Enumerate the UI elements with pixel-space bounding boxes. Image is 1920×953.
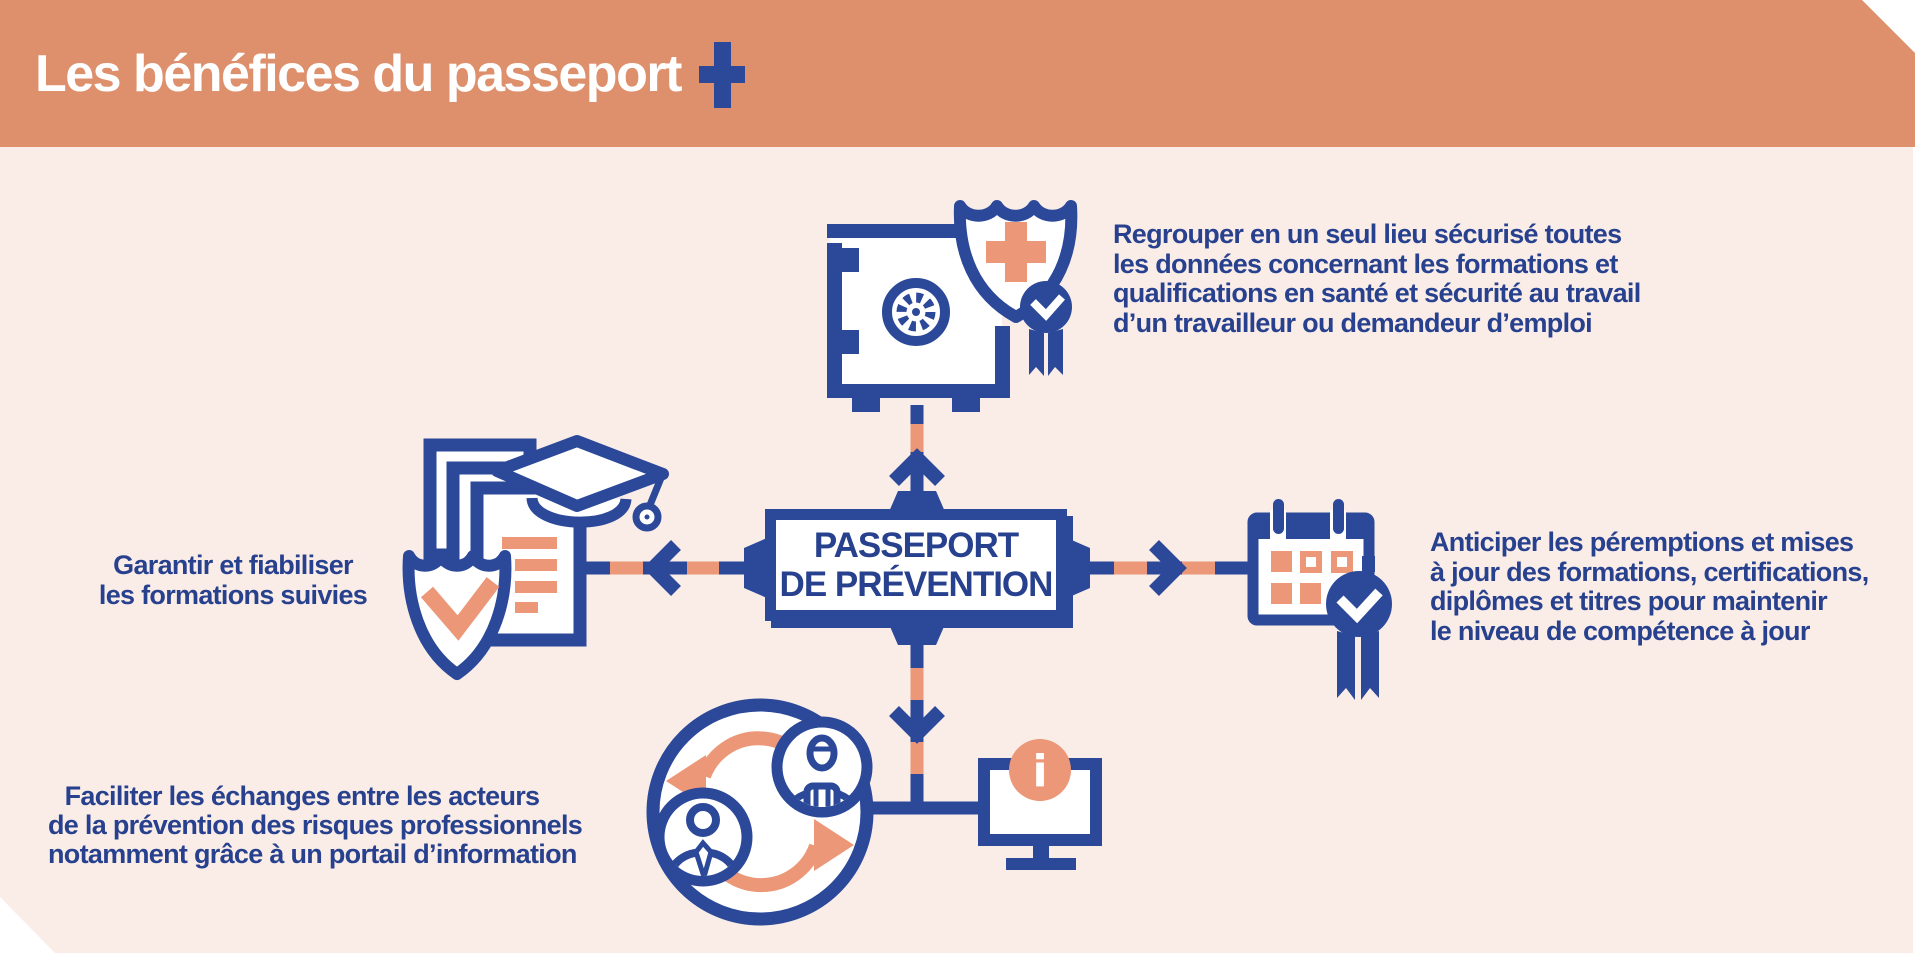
cycle-arrow-right-icon [814, 819, 854, 871]
central-node: PASSEPORT DE PRÉVENTION [765, 509, 1067, 621]
monitor-icon [978, 758, 1102, 870]
check-mark-icon [420, 577, 500, 641]
connector-left-arrow [578, 538, 768, 598]
page-title: Les bénéfices du passeport [35, 44, 682, 103]
plus-icon [698, 41, 745, 108]
header-banner: Les bénéfices du passeport [0, 0, 1915, 147]
document-text-lines [502, 537, 557, 613]
calendar-icon [1247, 499, 1375, 626]
safe-medal-check-icon [1020, 281, 1072, 376]
central-node-line1: PASSEPORT [813, 526, 1019, 565]
benefit-text-anticiper: Anticiper les péremptions et mises à jou… [1430, 527, 1869, 646]
worker-avatar-icon [771, 716, 873, 818]
connector-right-arrow [1066, 538, 1256, 598]
benefit-text-faciliter: Faciliter les échanges entre les acteurs… [48, 781, 583, 869]
tie-icon [693, 839, 714, 876]
connector-up-arrow [888, 405, 946, 514]
benefit-text-garantir: Garantir et fiabiliser les formations su… [98, 550, 368, 610]
calendar-days-grid [1271, 551, 1353, 604]
vault-dial-icon [882, 278, 950, 346]
central-node-line2: DE PRÉVENTION [779, 565, 1054, 604]
graduation-cap-icon [491, 435, 669, 532]
connector-down-arrow [862, 620, 990, 815]
svg-text:i: i [1032, 746, 1047, 797]
verified-shield-icon [402, 550, 512, 680]
business-avatar-icon [653, 787, 753, 887]
medical-cross-icon [986, 222, 1046, 282]
benefit-text-regrouper: Regrouper en un seul lieu sécurisé toute… [1113, 219, 1641, 338]
calendar-medal-check-icon [1326, 571, 1392, 700]
info-badge-icon: i [1009, 739, 1071, 801]
